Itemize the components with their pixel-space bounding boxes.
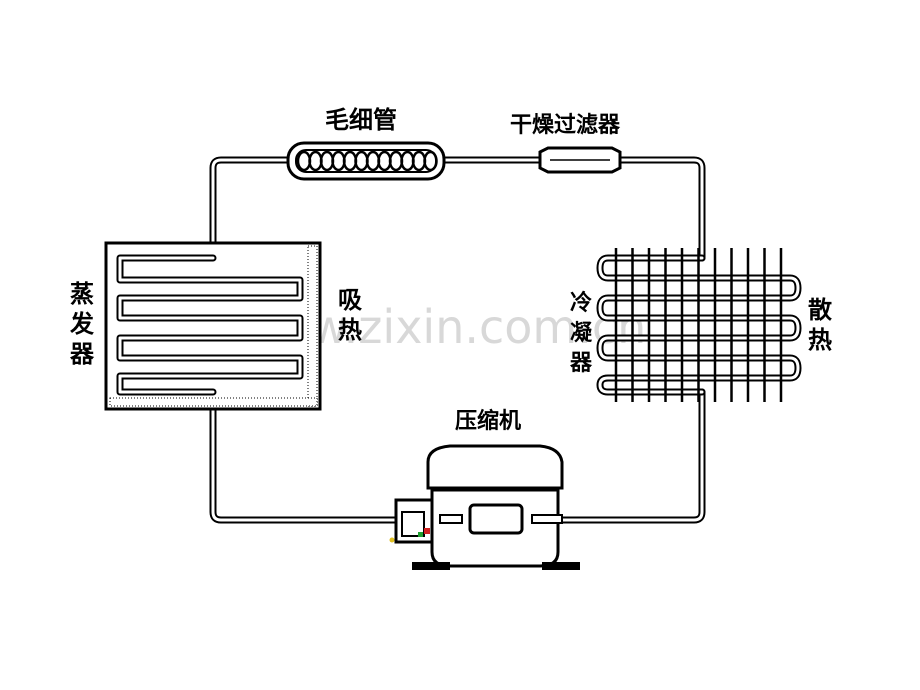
refrigerant-pipe bbox=[209, 156, 706, 524]
capillary-coil-loop bbox=[423, 150, 438, 172]
condenser-label-text: 冷凝器 bbox=[569, 290, 593, 376]
condenser-label: 冷凝器 bbox=[569, 290, 593, 376]
capillary-label: 毛细管 bbox=[325, 106, 397, 134]
compressor-terminal-box bbox=[389, 498, 434, 544]
condenser bbox=[596, 248, 802, 402]
release-heat-label: 散热 bbox=[808, 296, 832, 354]
compressor-label: 压缩机 bbox=[455, 408, 521, 434]
evaporator-label: 蒸发器 bbox=[69, 280, 95, 368]
release-heat-label-text: 散热 bbox=[808, 296, 832, 354]
compressor bbox=[389, 444, 580, 570]
evaporator bbox=[104, 241, 322, 411]
drier-filter bbox=[538, 146, 622, 174]
absorb-heat-label-text: 吸热 bbox=[338, 286, 362, 344]
capillary-tube bbox=[286, 141, 446, 181]
evaporator-label-text: 蒸发器 bbox=[69, 280, 95, 368]
drier-filter-label: 干燥过滤器 bbox=[510, 113, 621, 138]
absorb-heat-label: 吸热 bbox=[338, 286, 362, 344]
